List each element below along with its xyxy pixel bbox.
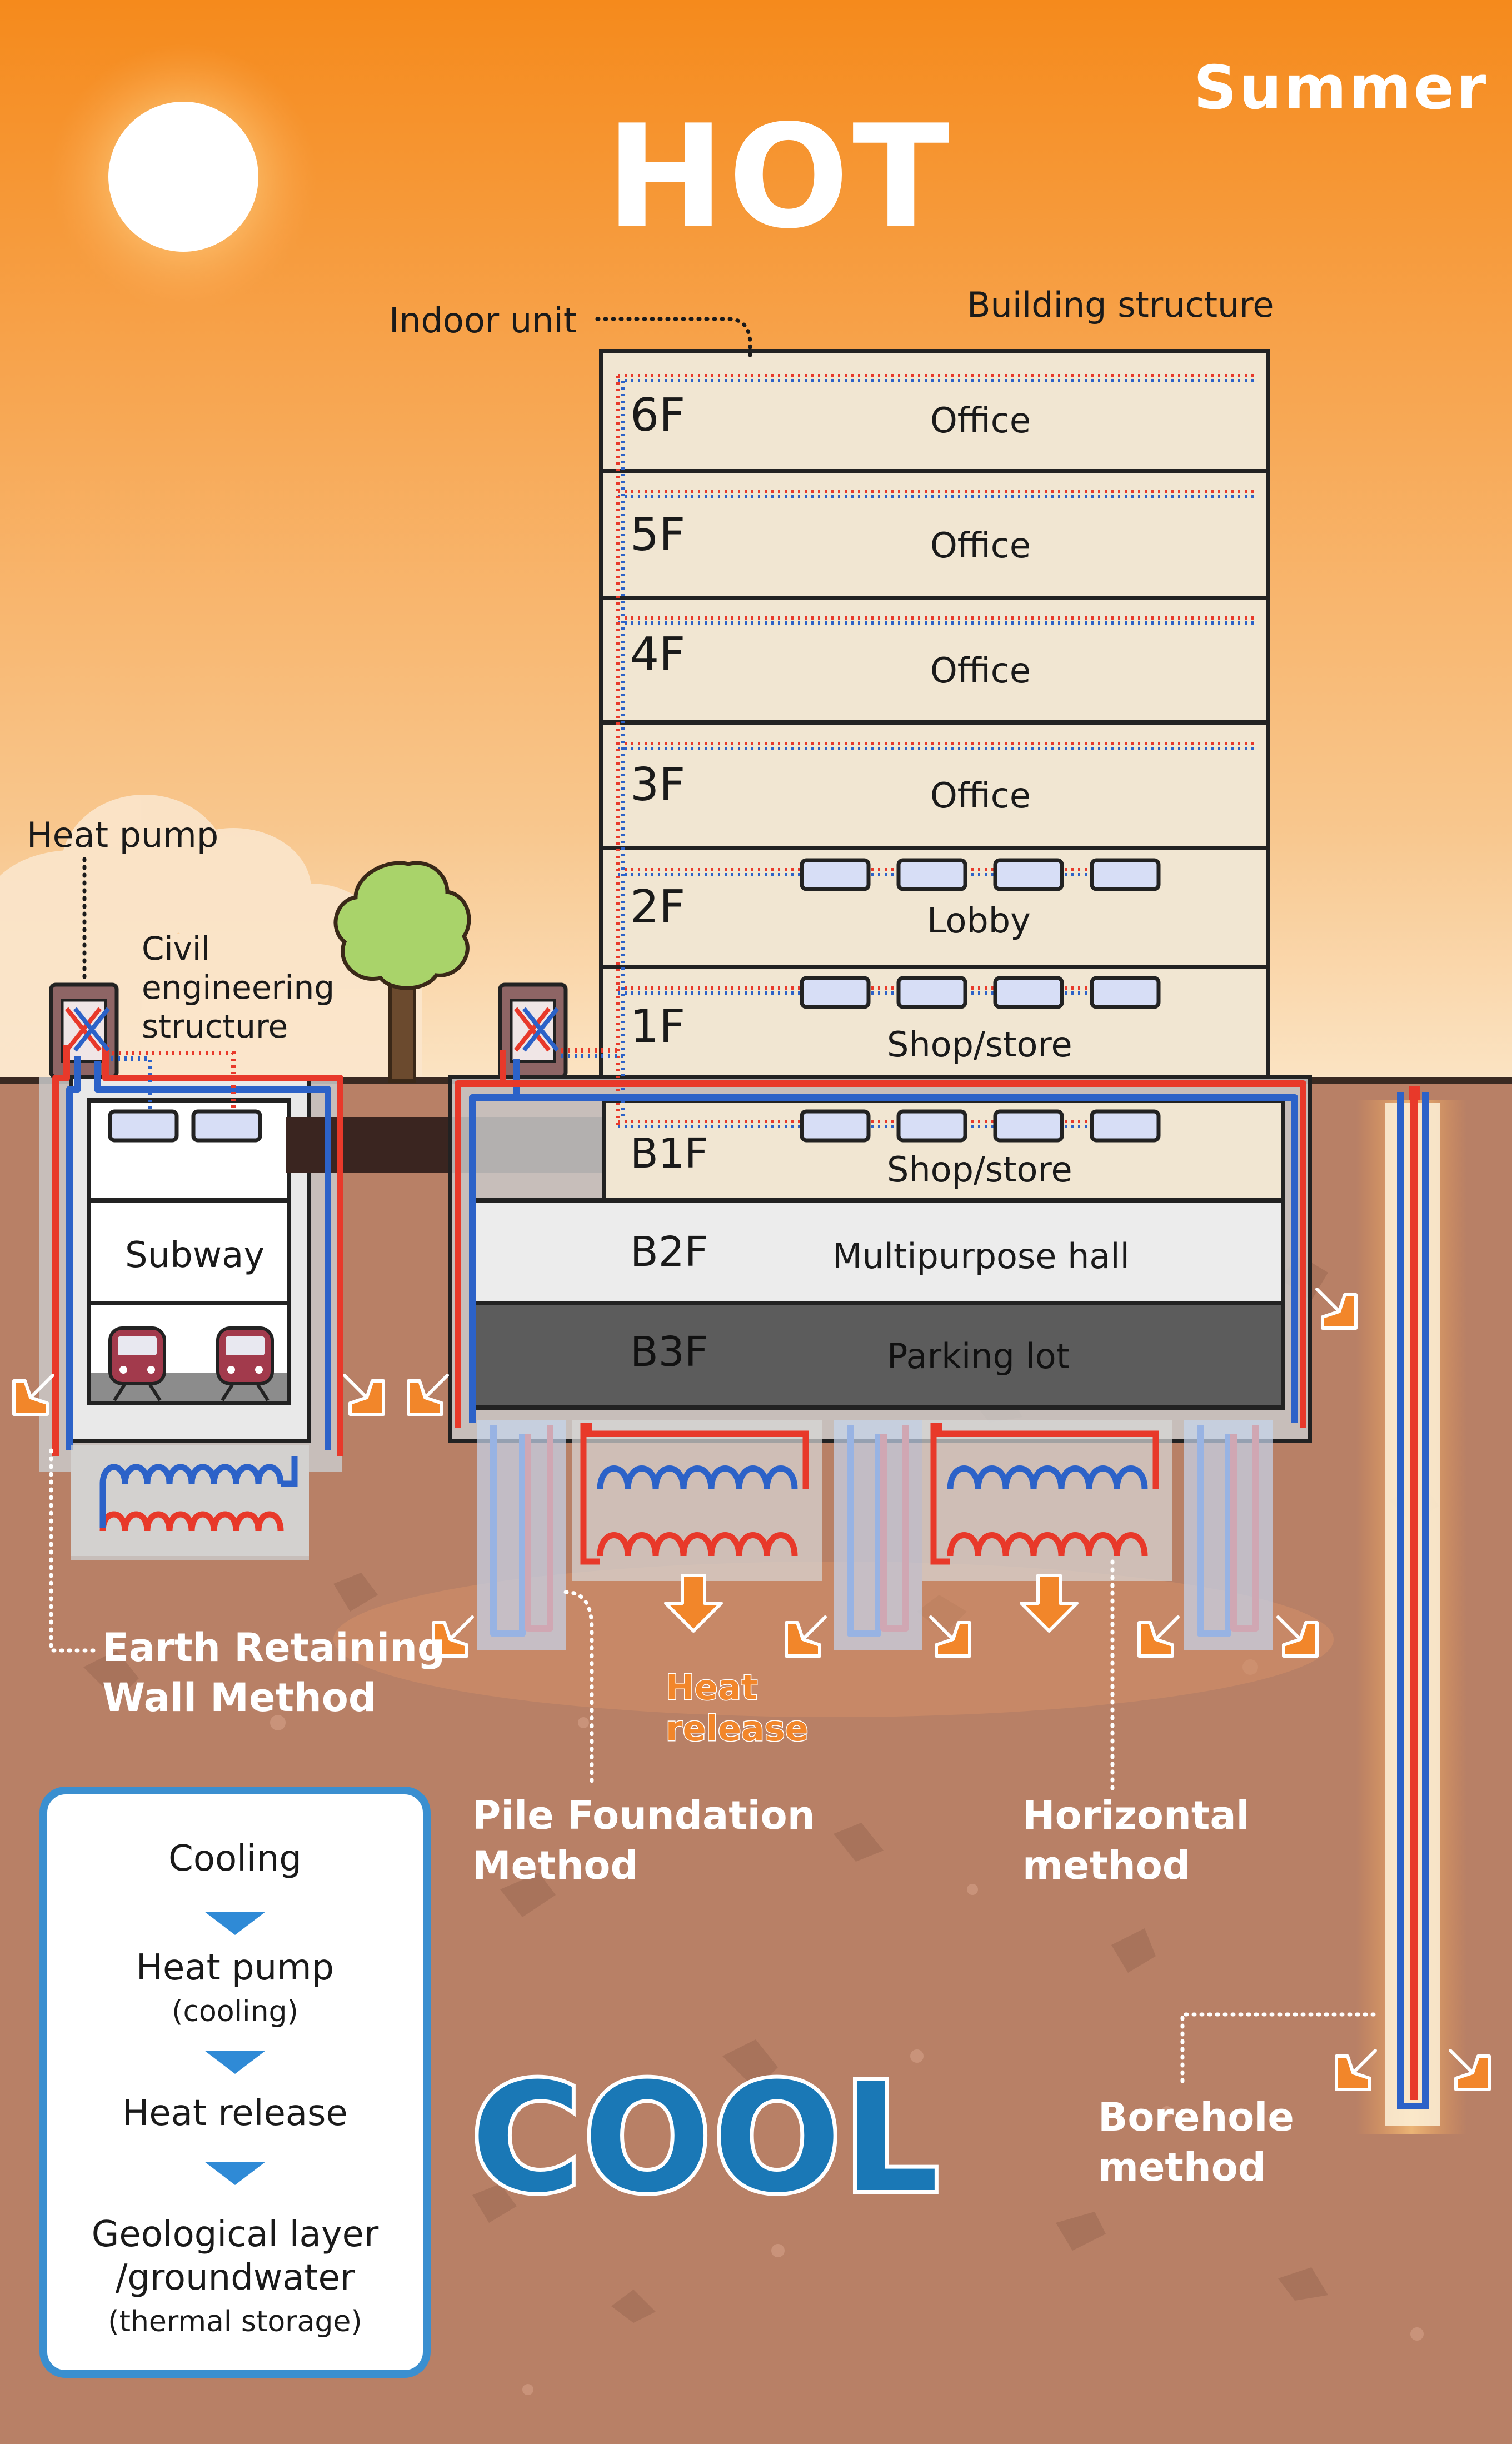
legend-step-thermal-storage: (thermal storage) [108,2305,362,2338]
civil-structure-line: engineering [142,969,335,1006]
arrow-icon [12,1374,54,1416]
floor-id: B3F [630,1328,708,1376]
method-line: method [1022,1843,1190,1888]
floor-id: 6F [630,389,686,442]
sun-icon [50,43,317,310]
arrow-icon [1335,2049,1377,2091]
floor-id: 1F [630,1000,686,1053]
arrow-icon [785,1615,827,1658]
down-arrow-icon [204,2051,266,2074]
method-line: Method [472,1843,638,1888]
floor-name: Parking lot [887,1336,1070,1376]
arrow-icon [1276,1615,1319,1658]
arrow-icon [929,1615,971,1658]
floor-name: Multipurpose hall [832,1236,1130,1276]
floor-id: B2F [630,1228,708,1276]
down-arrow-icon [204,1912,266,1935]
method-line: Wall Method [102,1675,376,1720]
borehole [1356,1086,1467,2134]
legend-step-geological: Geological layer [91,2214,379,2255]
leader-lines-white [49,1448,1379,2083]
pile-sleeve [477,1420,1273,1650]
legend-step-heat-pump-sub: (cooling) [172,1995,298,2028]
arrow-icon [407,1374,449,1416]
legend-step-cooling: Cooling [168,1838,302,1879]
train-icon [216,1326,274,1401]
arrow-icon [1449,2049,1491,2091]
legend-step-heat-pump: Heat pump [136,1947,335,1988]
hot-title: HOT [606,94,953,260]
tree-icon [333,861,471,1083]
method-line: Horizontal [1022,1793,1250,1838]
heat-release-line: Heat [665,1667,759,1709]
civil-structure-line: structure [142,1007,288,1045]
floor-id: 2F [630,881,686,934]
legend-step-groundwater: /groundwater [115,2257,355,2298]
cool-title: COOL [467,2047,942,2229]
building-structure [448,349,1312,1443]
arrow-icon [1315,1288,1358,1330]
down-arrow-icon [204,2162,266,2185]
floor-name: Office [930,650,1031,691]
borehole-label: Borehole method [1098,2092,1294,2192]
method-line: Borehole [1098,2094,1294,2140]
floor-id: 4F [630,628,686,681]
coil-pipes [99,1423,1159,1565]
method-line: Pile Foundation [472,1793,815,1838]
horizontal-coil [71,1420,1172,1581]
floor-name: Office [930,775,1031,816]
subway-label: Subway [125,1235,265,1276]
heat-release-label: Heat release [665,1667,810,1750]
heat-pump-pipes [64,1007,623,1111]
method-line: Earth Retaining [102,1625,446,1670]
heat-pump-label: Heat pump [27,815,219,855]
arrow-icon [1020,1574,1079,1633]
indoor-unit-label: Indoor unit [389,300,577,341]
floor-name: Shop/store [887,1024,1072,1065]
train-icon [108,1326,166,1401]
leader-lines [82,317,752,986]
floor-name: Lobby [927,900,1031,941]
heat-release-line: release [665,1708,810,1750]
season-label: Summer [1194,53,1489,123]
arrow-icon [1137,1615,1180,1658]
floor-id: 5F [630,508,686,561]
floor-name: Office [930,525,1031,566]
floor-id: B1F [630,1130,708,1178]
legend-box [39,1787,431,2378]
floor-id: 3F [630,759,686,811]
legend-step-heat-release: Heat release [122,2093,348,2134]
floor-name: Shop/store [887,1149,1072,1190]
method-line: method [1098,2144,1266,2190]
arrow-icon [432,1615,474,1658]
earth-retaining-label: Earth Retaining Wall Method [102,1623,445,1723]
arrow-icon [664,1574,723,1633]
pile-foundation-label: Pile Foundation Method [472,1790,815,1891]
civil-structure-label: Civil engineering structure [142,929,335,1046]
horizontal-label: Horizontal method [1022,1790,1250,1891]
civil-structure-line: Civil [142,930,211,967]
arrow-icon [343,1374,385,1416]
building-structure-label: Building structure [967,285,1274,325]
floor-name: Office [930,400,1031,441]
heat-release-arrows [12,1288,1491,2091]
